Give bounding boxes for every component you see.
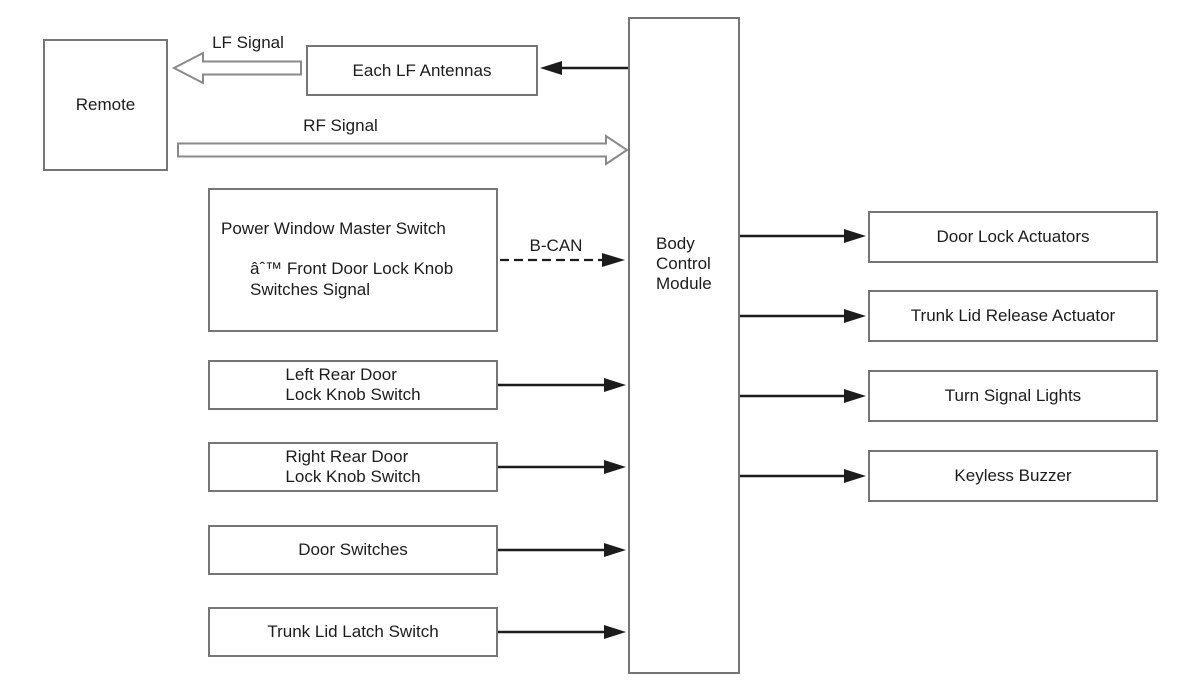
node-turn-signal-lights: Turn Signal Lights: [868, 370, 1158, 422]
b-can-dashed-arrow: [500, 253, 625, 267]
bcm-to-door-lock-actuators-arrow: [740, 229, 866, 243]
pwms-sub-line-2: Switches Signal: [250, 280, 371, 299]
node-body-control-module-label: Body Control Module: [656, 234, 712, 294]
node-power-window-master-switch: Power Window Master Switch âˆ™ Front Doo…: [208, 188, 498, 332]
pwms-subtext: âˆ™ Front Door Lock Knob Switches Signal: [250, 258, 453, 300]
rf-signal-arrow: [177, 134, 629, 166]
lf-signal-arrow: [171, 51, 302, 85]
pwms-sub-line-1: âˆ™ Front Door Lock Knob: [250, 259, 454, 278]
left-rear-line-2: Lock Knob Switch: [285, 385, 421, 404]
left-rear-to-bcm-arrow: [498, 378, 626, 392]
node-each-lf-antennas: Each LF Antennas: [306, 45, 538, 96]
node-left-rear-door-lock-knob-switch: Left Rear Door Lock Knob Switch: [208, 360, 498, 410]
trunk-lid-latch-switch-label: Trunk Lid Latch Switch: [267, 622, 439, 641]
turn-signal-lights-label: Turn Signal Lights: [944, 386, 1082, 405]
trunk-latch-to-bcm-arrow: [498, 625, 626, 639]
left-rear-label: Left Rear Door Lock Knob Switch: [285, 365, 420, 405]
rf-signal-label: RF Signal: [303, 116, 378, 135]
door-switches-label: Door Switches: [298, 540, 408, 559]
pwms-title: Power Window Master Switch: [221, 219, 446, 238]
right-rear-label: Right Rear Door Lock Knob Switch: [285, 447, 420, 487]
bcm-to-trunk-release-arrow: [740, 309, 866, 323]
node-trunk-lid-release-actuator: Trunk Lid Release Actuator: [868, 290, 1158, 342]
lf-signal-label: LF Signal: [212, 33, 284, 52]
bcm-to-keyless-buzzer-arrow: [740, 469, 866, 483]
node-right-rear-door-lock-knob-switch: Right Rear Door Lock Knob Switch: [208, 442, 498, 492]
bcm-line-1: Body: [656, 234, 695, 253]
node-trunk-lid-latch-switch: Trunk Lid Latch Switch: [208, 607, 498, 657]
node-body-control-module: Body Control Module: [628, 17, 740, 674]
right-rear-line-2: Lock Knob Switch: [285, 467, 421, 486]
bcm-line-3: Module: [656, 274, 712, 293]
door-switches-to-bcm-arrow: [498, 543, 626, 557]
bcm-line-2: Control: [656, 254, 711, 273]
bcm-to-turn-signal-arrow: [740, 389, 866, 403]
right-rear-to-bcm-arrow: [498, 460, 626, 474]
node-door-lock-actuators: Door Lock Actuators: [868, 211, 1158, 263]
node-remote: Remote: [43, 39, 168, 171]
right-rear-line-1: Right Rear Door: [285, 447, 409, 466]
bcm-to-antennas-arrow: [540, 61, 628, 75]
node-each-lf-antennas-label: Each LF Antennas: [352, 60, 492, 80]
node-door-switches: Door Switches: [208, 525, 498, 575]
b-can-label: B-CAN: [529, 236, 583, 255]
node-remote-label: Remote: [75, 95, 136, 114]
door-lock-actuators-label: Door Lock Actuators: [936, 227, 1090, 246]
node-keyless-buzzer: Keyless Buzzer: [868, 450, 1158, 502]
left-rear-line-1: Left Rear Door: [285, 365, 397, 384]
keyless-buzzer-label: Keyless Buzzer: [954, 466, 1072, 485]
trunk-lid-release-actuator-label: Trunk Lid Release Actuator: [910, 306, 1116, 325]
